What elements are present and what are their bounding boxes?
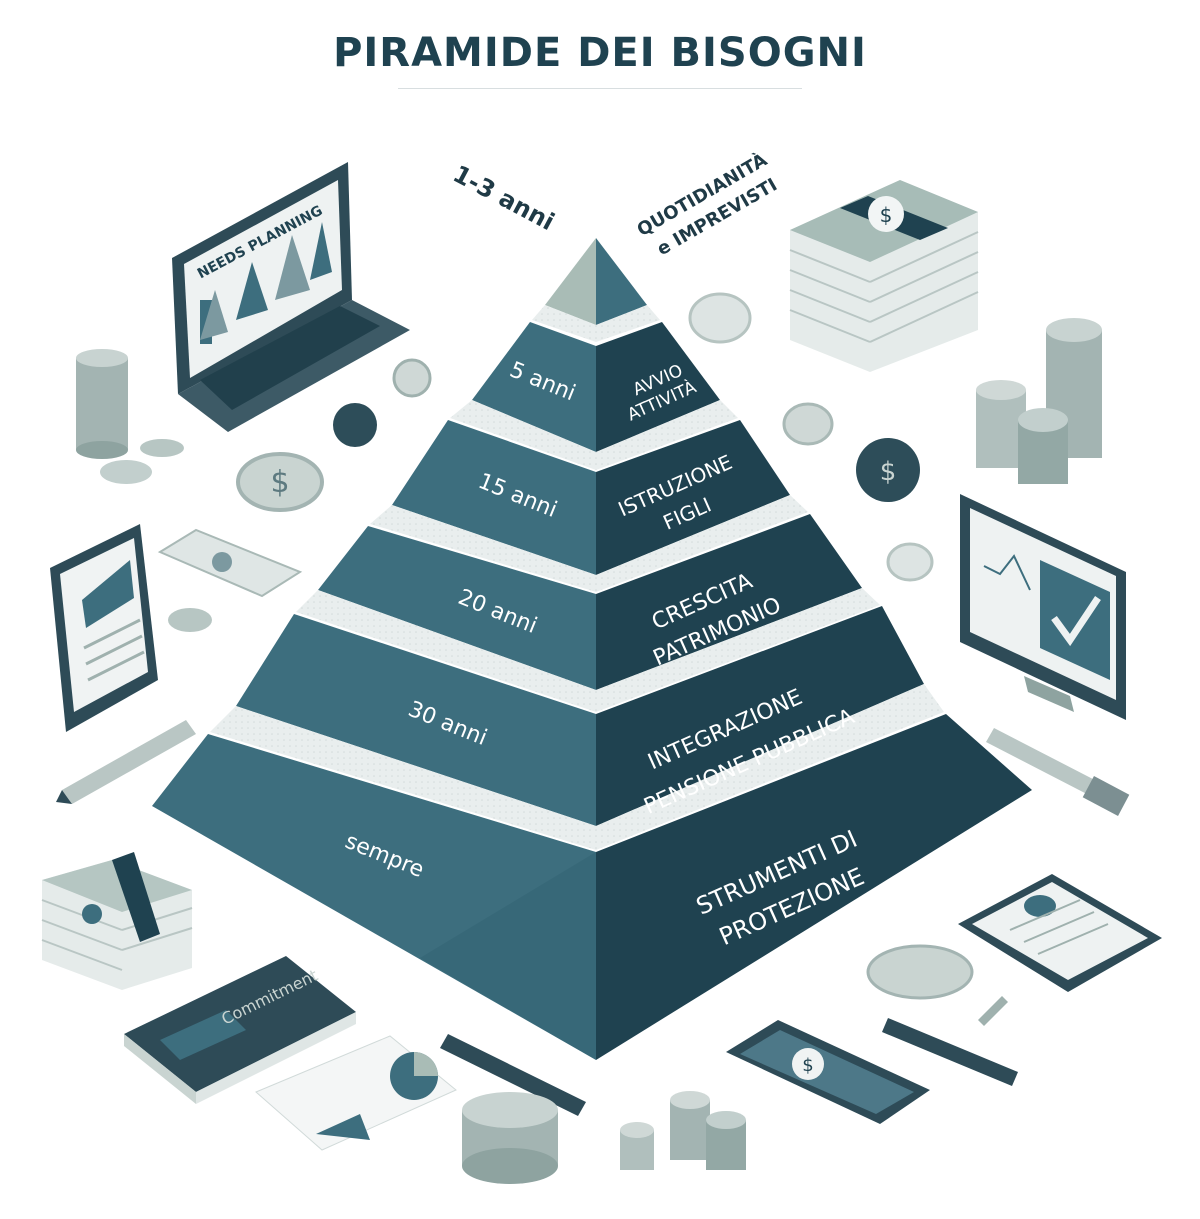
level-1-right bbox=[596, 322, 720, 452]
pyramid-gap-5 bbox=[210, 684, 944, 850]
pen-icon bbox=[986, 728, 1130, 816]
top-years-label: 1-3 anni bbox=[448, 160, 559, 237]
pyramid-tip-left bbox=[545, 238, 596, 325]
monitor-icon bbox=[960, 494, 1126, 720]
level-2-left bbox=[392, 420, 596, 575]
coin-icon: $ bbox=[688, 292, 934, 582]
banknote-stack-icon bbox=[41, 852, 193, 990]
laptop-icon: NEEDS PLANNING bbox=[172, 162, 410, 432]
level-5-right bbox=[596, 714, 1032, 1060]
level-3-left bbox=[318, 526, 596, 690]
book-icon: Commitment bbox=[124, 956, 356, 1104]
pen-icon bbox=[56, 720, 196, 804]
pyramid-gap-1 bbox=[532, 305, 660, 342]
banknote-stack-icon bbox=[157, 528, 303, 632]
banknote-stack-icon: $ bbox=[789, 180, 979, 372]
coin-stack-icon bbox=[76, 349, 184, 484]
pyramid-gap-4 bbox=[296, 588, 880, 712]
level-4-right bbox=[596, 606, 924, 826]
pen-icon bbox=[882, 996, 1018, 1086]
svg-text:$: $ bbox=[270, 465, 289, 500]
report-icon bbox=[255, 1035, 457, 1151]
level-5-left bbox=[152, 734, 596, 1060]
page-title: PIRAMIDE DEI BISOGNI bbox=[333, 30, 867, 76]
coin-icon bbox=[866, 944, 974, 1000]
coin-icon: $ bbox=[236, 452, 324, 512]
clipboard-icon bbox=[50, 524, 158, 732]
svg-text:$: $ bbox=[880, 203, 893, 227]
level-3-right bbox=[596, 514, 862, 690]
phone-icon: $ bbox=[726, 1020, 930, 1124]
level-4-left bbox=[236, 614, 596, 826]
level-5-highlight bbox=[420, 852, 596, 1060]
level-2-right bbox=[596, 420, 790, 575]
coin-stack-icon bbox=[976, 318, 1102, 484]
phone-text: $ bbox=[802, 1055, 813, 1076]
tablet-icon bbox=[958, 874, 1162, 992]
title-divider bbox=[398, 88, 802, 89]
svg-text:$: $ bbox=[880, 457, 897, 487]
pyramid bbox=[152, 238, 1032, 1060]
pyramid-gap-3 bbox=[370, 495, 808, 592]
pyramid-gap-2 bbox=[450, 400, 738, 470]
level-1-left bbox=[472, 322, 596, 452]
pen-icon bbox=[440, 1034, 586, 1116]
coin-icon bbox=[333, 358, 432, 447]
pyramid-tip-right bbox=[596, 238, 647, 325]
coin-stack-icon bbox=[462, 1091, 746, 1184]
